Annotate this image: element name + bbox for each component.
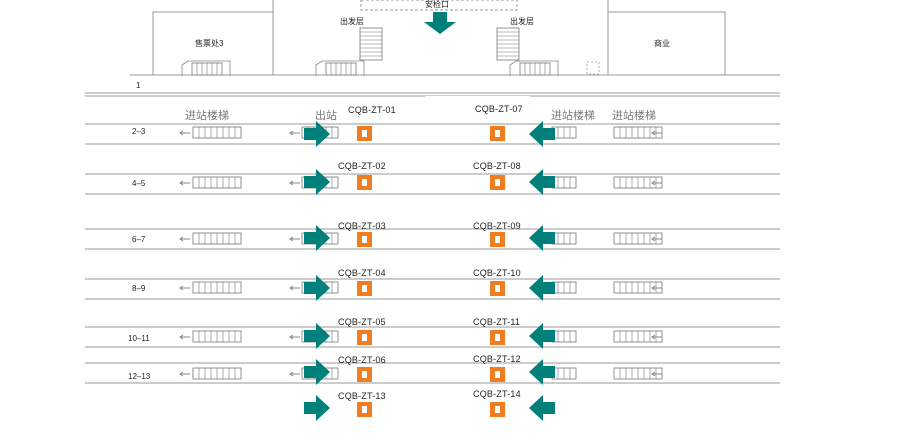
direction-arrow-head: [651, 180, 656, 186]
device-code-right: CQB-ZT-12: [473, 354, 521, 364]
stair-label-entrance: 进站楼梯: [612, 109, 656, 122]
device-marker-inner: [362, 371, 367, 378]
device-marker-inner: [362, 179, 367, 186]
direction-arrow-head: [289, 334, 294, 340]
track-label: 2–3: [132, 127, 146, 136]
device-marker-inner: [362, 285, 367, 292]
entry-arrow-right-icon: [304, 225, 330, 251]
device-marker-inner: [495, 285, 500, 292]
device-code-left: CQB-ZT-13: [338, 391, 386, 401]
entry-arrow-right-icon: [304, 121, 330, 147]
device-code-right: CQB-ZT-09: [473, 221, 521, 231]
direction-arrow-head: [651, 285, 656, 291]
departure-label-left: 出发层: [340, 17, 364, 26]
device-marker-inner: [495, 130, 500, 137]
direction-arrow-head: [651, 334, 656, 340]
track-label: 8–9: [132, 284, 146, 293]
entry-arrow-left-icon: [529, 169, 555, 195]
direction-arrow-head: [179, 371, 184, 377]
direction-arrow-head: [289, 180, 294, 186]
entry-arrow-left-icon: [529, 395, 555, 421]
entry-arrow-left-icon: [529, 121, 555, 147]
track-label: 6–7: [132, 235, 146, 244]
device-code-left: CQB-ZT-04: [338, 268, 386, 278]
entry-arrow-right-icon: [304, 395, 330, 421]
stair-enclosure: [315, 60, 365, 76]
device-code-right: CQB-ZT-08: [473, 161, 521, 171]
entry-arrow-left-icon: [529, 359, 555, 385]
entry-arrow-right-icon: [304, 323, 330, 349]
stair-enclosure: [509, 60, 559, 76]
device-code-left: CQB-ZT-01: [348, 105, 396, 115]
entry-arrow-left-icon: [529, 323, 555, 349]
device-code-left: CQB-ZT-03: [338, 221, 386, 231]
stair-enclosure: [181, 60, 231, 76]
security-label: 安检口: [425, 0, 449, 9]
device-marker-inner: [495, 334, 500, 341]
entry-arrow-right-icon: [304, 275, 330, 301]
direction-arrow-head: [651, 236, 656, 242]
device-marker-inner: [495, 179, 500, 186]
entry-arrow-left-icon: [529, 225, 555, 251]
device-marker-inner: [362, 130, 367, 137]
track-number-label: 1: [136, 81, 141, 90]
commerce-room: [607, 11, 726, 75]
device-marker-inner: [495, 236, 500, 243]
direction-arrow-head: [289, 285, 294, 291]
direction-arrow-head: [651, 130, 656, 136]
track-label: 12–13: [128, 372, 151, 381]
direction-arrow-head: [289, 236, 294, 242]
direction-arrow-head: [179, 334, 184, 340]
commerce-label: 商业: [654, 39, 670, 48]
track-label: 4–5: [132, 179, 146, 188]
direction-arrow-head: [179, 130, 184, 136]
device-marker-inner: [495, 406, 500, 413]
departure-label-right: 出发层: [510, 17, 534, 26]
device-marker-inner: [362, 406, 367, 413]
direction-arrow-head: [289, 371, 294, 377]
stair-label-entrance: 进站楼梯: [551, 109, 595, 122]
device-code-left: CQB-ZT-06: [338, 355, 386, 365]
security-down-arrow-icon: [424, 12, 456, 34]
direction-arrow-head: [289, 130, 294, 136]
device-marker-inner: [362, 236, 367, 243]
device-marker-inner: [362, 334, 367, 341]
gate-icon: [586, 61, 600, 75]
label-backdrop: [425, 96, 530, 108]
track-label: 10–11: [128, 334, 150, 343]
direction-arrow-head: [179, 285, 184, 291]
direction-arrow-head: [651, 371, 656, 377]
direction-arrow-head: [179, 180, 184, 186]
stair-label-exit: 出站: [315, 109, 337, 122]
security-area: [360, 0, 518, 11]
device-code-right: CQB-ZT-10: [473, 268, 521, 278]
entry-arrow-left-icon: [529, 275, 555, 301]
device-code-right: CQB-ZT-14: [473, 389, 521, 399]
device-code-left: CQB-ZT-02: [338, 161, 386, 171]
direction-arrow-head: [179, 236, 184, 242]
device-code-left: CQB-ZT-05: [338, 317, 386, 327]
entry-arrow-right-icon: [304, 359, 330, 385]
ticket-office-label: 售票处3: [195, 39, 224, 48]
device-code-right: CQB-ZT-07: [475, 104, 523, 114]
device-marker-inner: [495, 371, 500, 378]
entry-arrow-right-icon: [304, 169, 330, 195]
device-code-right: CQB-ZT-11: [473, 317, 521, 327]
stair-label-entrance: 进站楼梯: [185, 109, 229, 122]
